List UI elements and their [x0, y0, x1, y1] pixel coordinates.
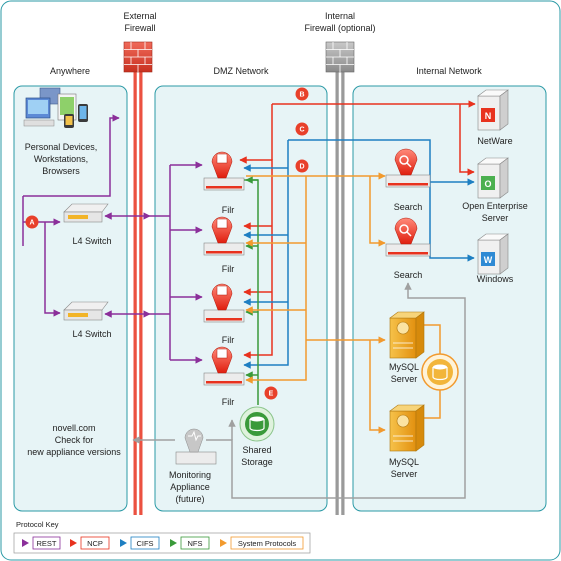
windows-letter: W — [484, 255, 493, 265]
filr-node-1 — [203, 151, 245, 191]
shared-storage-label-1: Shared — [242, 445, 271, 455]
mysql-1-label-2: Server — [391, 374, 418, 384]
oes-label-1: Open Enterprise — [462, 201, 528, 211]
key-nfs: NFS — [170, 536, 210, 550]
novell-label-2: Check for — [55, 435, 94, 445]
svg-text:System Protocols: System Protocols — [238, 539, 297, 548]
badge-a: A — [25, 215, 39, 229]
zone-anywhere — [13, 85, 128, 512]
svg-text:E: E — [269, 391, 274, 398]
filr-node-2-label: Filr — [222, 264, 235, 274]
client-devices-icon — [23, 87, 88, 128]
mysql-2-label-1: MySQL — [389, 457, 419, 467]
key-system-protocols: System Protocols — [220, 536, 304, 550]
monitoring-appliance-icon — [175, 428, 217, 465]
search-node-2-label: Search — [394, 270, 423, 280]
svg-text:NFS: NFS — [188, 539, 203, 548]
svg-text:NCP: NCP — [87, 539, 103, 548]
svg-text:REST: REST — [36, 539, 56, 548]
key-rest: REST — [22, 536, 61, 550]
badge-b: B — [295, 87, 309, 101]
external-firewall-label-1: External — [123, 11, 156, 21]
external-firewall-label-2: Firewall — [124, 23, 155, 33]
badge-c: C — [295, 122, 309, 136]
netware-server-icon: N — [477, 89, 509, 131]
monitoring-label-2: Appliance — [170, 482, 210, 492]
novell-label-3: new appliance versions — [27, 447, 121, 457]
windows-label: Windows — [477, 274, 514, 284]
key-ncp: NCP — [70, 536, 110, 550]
zone-anywhere-label: Anywhere — [50, 66, 90, 76]
netware-label: NetWare — [477, 136, 512, 146]
monitoring-label-3: (future) — [175, 494, 204, 504]
filr-node-4-label: Filr — [222, 397, 235, 407]
netware-letter: N — [485, 111, 492, 121]
l4-switch-2 — [63, 301, 109, 321]
internal-firewall-label-1: Internal — [325, 11, 355, 21]
zone-dmz-label: DMZ Network — [213, 66, 269, 76]
l4-switch-2-label: L4 Switch — [72, 329, 111, 339]
client-label-3: Browsers — [42, 166, 80, 176]
svg-text:B: B — [299, 92, 304, 99]
internal-firewall-icon — [325, 41, 355, 73]
windows-server-icon: W — [477, 233, 509, 275]
badge-e: E — [264, 386, 278, 400]
client-label-1: Personal Devices, — [25, 142, 98, 152]
key-cifs: CIFS — [120, 536, 160, 550]
search-node-1-label: Search — [394, 202, 423, 212]
database-replication-icon — [421, 353, 459, 391]
mysql-server-2 — [389, 404, 425, 452]
badge-d: D — [295, 159, 309, 173]
l4-switch-1 — [63, 203, 109, 223]
search-node-1 — [385, 148, 431, 188]
shared-storage-label-2: Storage — [241, 457, 273, 467]
svg-text:CIFS: CIFS — [136, 539, 153, 548]
oes-label-2: Server — [482, 213, 509, 223]
filr-node-4 — [203, 346, 245, 386]
filr-node-3-label: Filr — [222, 335, 235, 345]
oes-letter: O — [484, 179, 491, 189]
svg-text:D: D — [299, 164, 304, 171]
oes-server-icon: O — [477, 157, 509, 199]
mysql-server-1 — [389, 311, 425, 359]
zone-dmz — [154, 85, 328, 512]
internal-firewall-label-2: Firewall (optional) — [304, 23, 375, 33]
filr-node-1-label: Filr — [222, 205, 235, 215]
search-node-2 — [385, 217, 431, 257]
monitoring-connections — [132, 282, 466, 499]
monitoring-label-1: Monitoring — [169, 470, 211, 480]
protocol-key-title: Protocol Key — [16, 520, 59, 529]
zone-internal-label: Internal Network — [416, 66, 482, 76]
l4-switch-1-label: L4 Switch — [72, 236, 111, 246]
shared-storage-icon — [239, 406, 275, 442]
system-connections — [245, 172, 441, 434]
novell-label-1: novell.com — [52, 423, 95, 433]
external-firewall-icon — [123, 41, 153, 73]
svg-text:C: C — [299, 127, 304, 134]
mysql-1-label-1: MySQL — [389, 362, 419, 372]
svg-text:A: A — [29, 220, 34, 227]
filr-node-2 — [203, 216, 245, 256]
mysql-2-label-2: Server — [391, 469, 418, 479]
filr-node-3 — [203, 283, 245, 323]
client-label-2: Workstations, — [34, 154, 88, 164]
